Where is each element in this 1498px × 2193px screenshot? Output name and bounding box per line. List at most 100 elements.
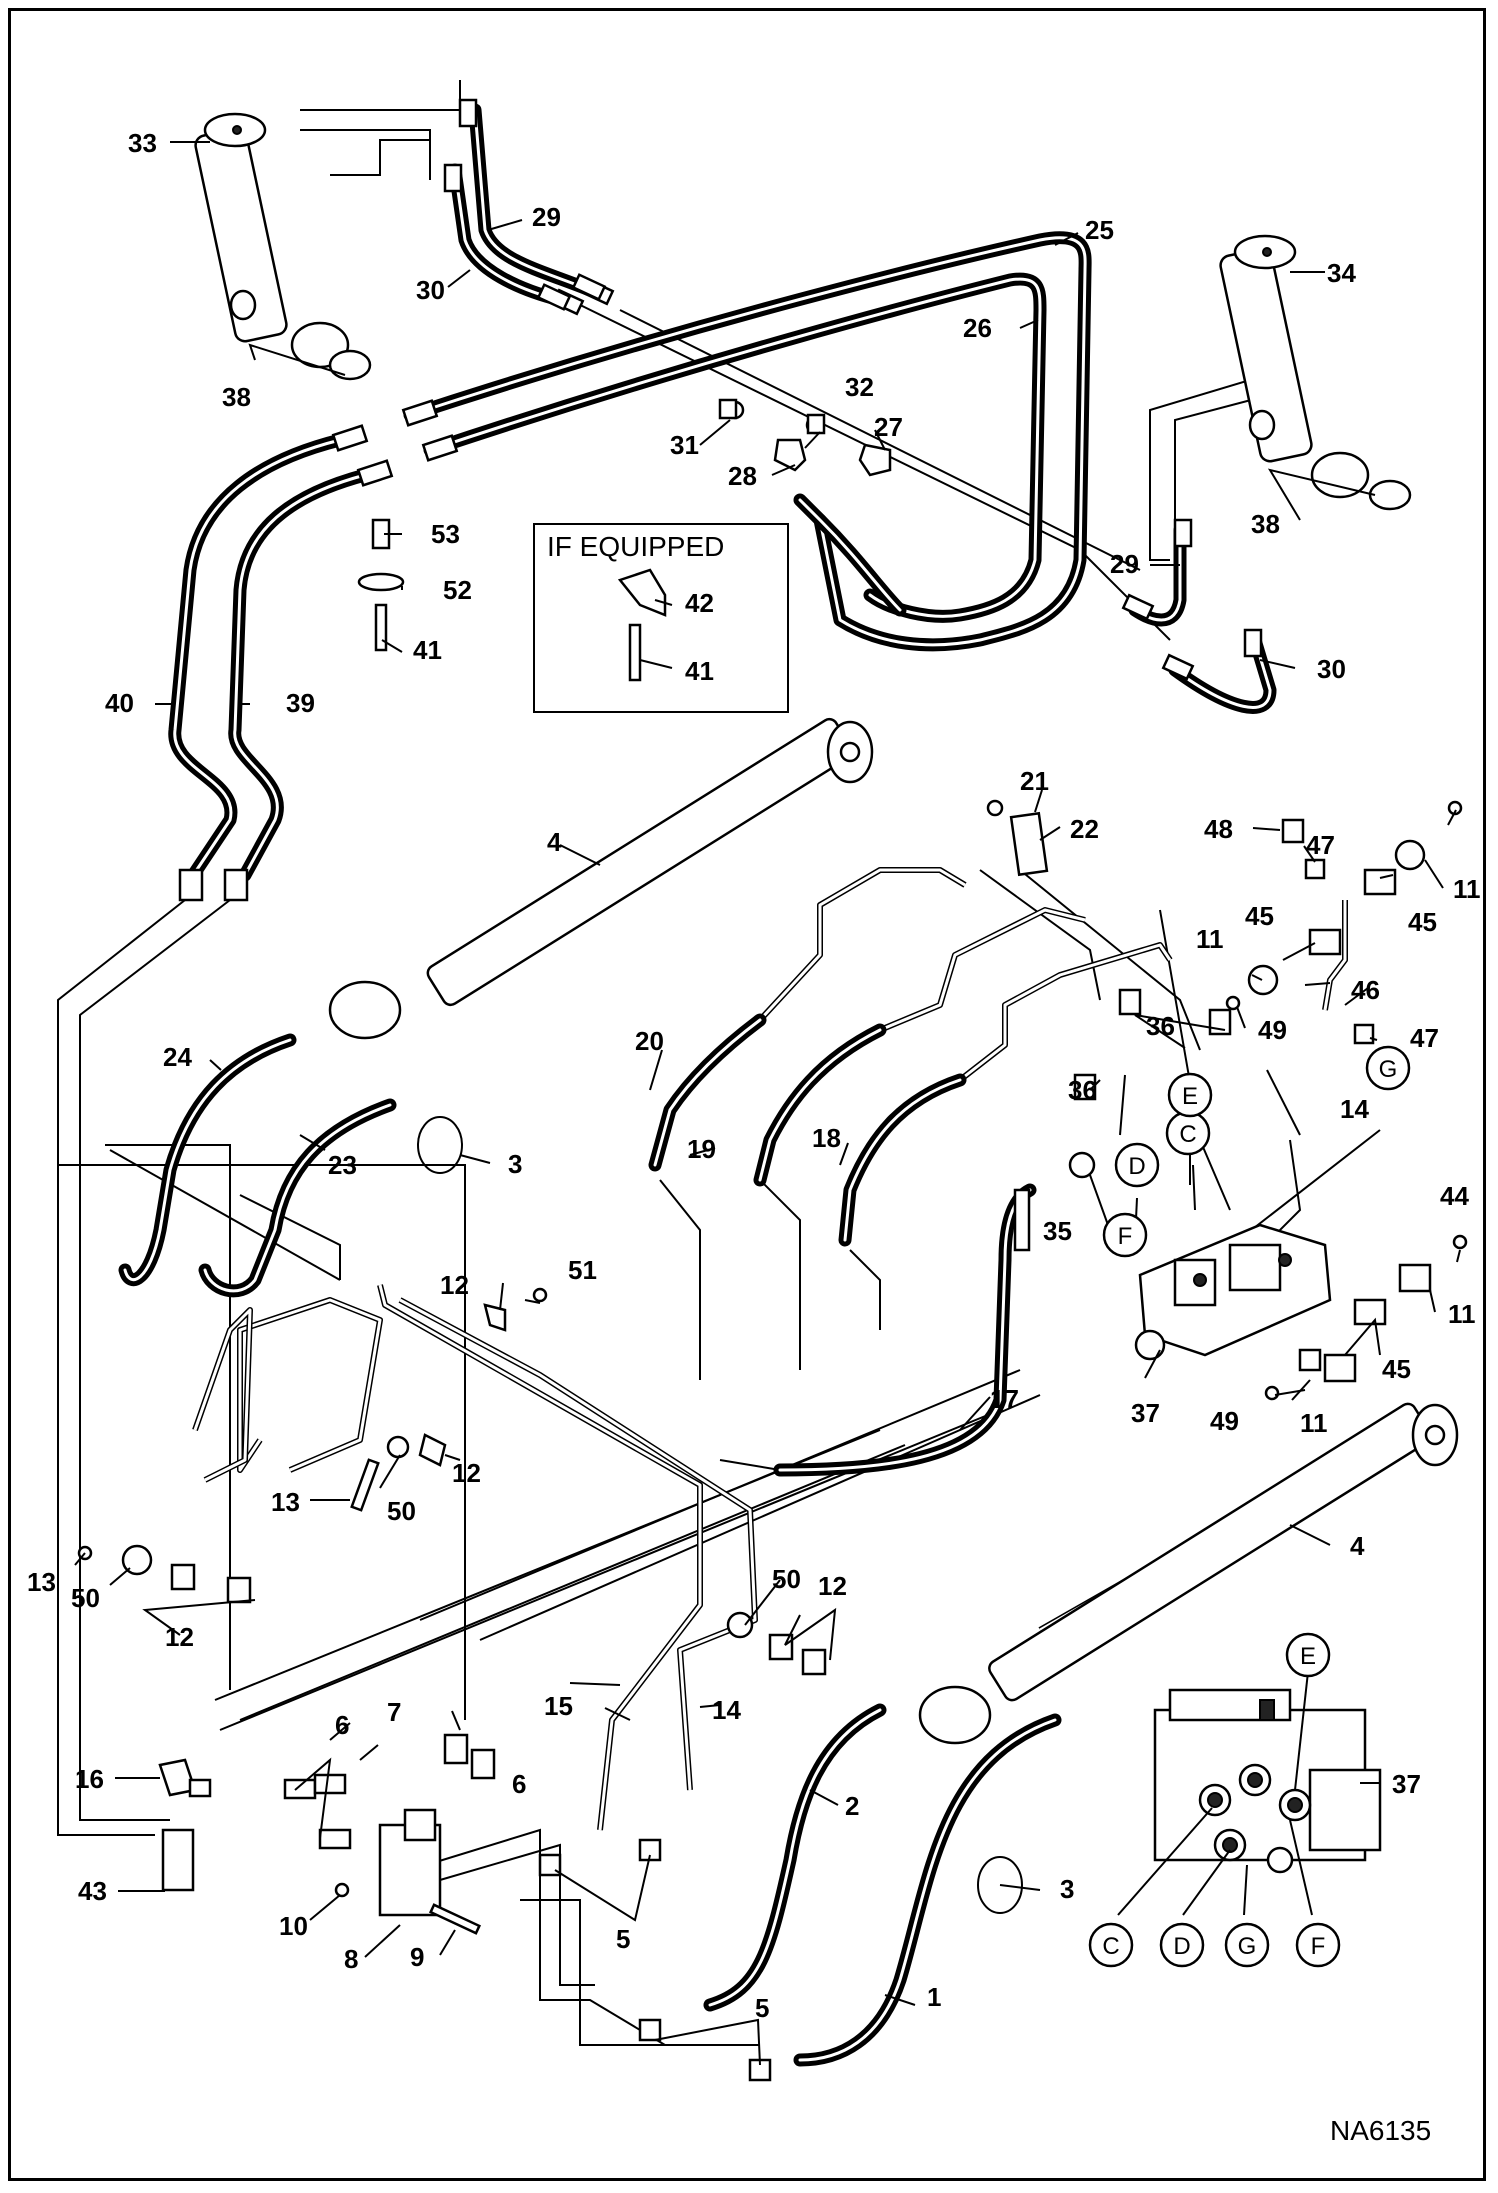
port-circle-e-lower <box>1285 1632 1331 1678</box>
callout-6-left: 6 <box>335 1710 349 1740</box>
callout-43: 43 <box>78 1876 107 1906</box>
port-letter-g-lower: G <box>1238 1933 1257 1960</box>
callout-numbers: 1 2 3 3 4 4 5 5 6 6 7 8 9 10 11 11 11 11… <box>27 128 1481 2023</box>
callout-19: 19 <box>687 1134 716 1164</box>
callout-45-upper: 45 <box>1245 901 1274 931</box>
callout-7: 7 <box>387 1697 401 1727</box>
tilt-cylinder-lower <box>918 1402 1459 1745</box>
callout-34: 34 <box>1327 258 1356 288</box>
lift-cylinder-right <box>1219 234 1412 511</box>
callout-8: 8 <box>344 1944 358 1974</box>
callout-37-upper: 37 <box>1131 1398 1160 1428</box>
callout-11-upper-left: 11 <box>1196 924 1224 954</box>
callout-45-lower: 45 <box>1382 1354 1411 1384</box>
callout-28: 28 <box>728 461 757 491</box>
callout-12-center: 12 <box>452 1458 481 1488</box>
callout-31: 31 <box>670 430 699 460</box>
port-circle-g-lower <box>1224 1922 1270 1968</box>
callout-11-lower-right: 11 <box>1448 1299 1476 1329</box>
leader-lines <box>74 141 1461 2066</box>
callout-46: 46 <box>1351 975 1380 1005</box>
callout-3-lower: 3 <box>1060 1874 1074 1904</box>
port-letters: C D E F G C D E F G <box>1088 1045 1411 1968</box>
port-letter-c-upper: C <box>1179 1121 1196 1148</box>
callout-13-left: 13 <box>27 1567 56 1597</box>
callout-25: 25 <box>1085 215 1114 245</box>
callout-13-center: 13 <box>271 1487 300 1517</box>
callout-50-left: 50 <box>71 1583 100 1613</box>
callout-49-lower: 49 <box>1210 1406 1239 1436</box>
port-letter-d-upper: D <box>1128 1153 1145 1180</box>
control-valve-detail <box>1153 1688 1382 1874</box>
callout-52: 52 <box>443 575 472 605</box>
callout-18: 18 <box>812 1123 841 1153</box>
port-letter-f-lower: F <box>1311 1933 1326 1960</box>
callout-38-right: 38 <box>1251 509 1280 539</box>
lift-cylinder-left <box>194 112 372 381</box>
callout-24: 24 <box>163 1042 192 1072</box>
callout-17: 17 <box>990 1384 1019 1414</box>
callout-26: 26 <box>963 313 992 343</box>
callout-38-left: 38 <box>222 382 251 412</box>
steel-lines <box>192 787 1348 1831</box>
callout-51: 51 <box>568 1255 597 1285</box>
callout-14-upper: 14 <box>1340 1094 1369 1124</box>
callout-12-right: 12 <box>818 1571 847 1601</box>
callout-44: 44 <box>1440 1181 1469 1211</box>
if-equipped-label: IF EQUIPPED <box>547 531 725 562</box>
callout-9: 9 <box>410 1942 424 1972</box>
callout-50-center: 50 <box>387 1496 416 1526</box>
callout-6-right: 6 <box>512 1769 526 1799</box>
callout-41-inset: 41 <box>685 656 714 686</box>
port-circle-d-lower <box>1159 1922 1205 1968</box>
callout-36-lower: 36 <box>1068 1075 1097 1105</box>
callout-53: 53 <box>431 519 460 549</box>
port-circle-e-upper <box>1167 1072 1213 1118</box>
port-circle-f-lower <box>1295 1922 1341 1968</box>
callout-47-upper: 47 <box>1306 830 1335 860</box>
callout-45-right: 45 <box>1408 907 1437 937</box>
callout-48: 48 <box>1204 814 1233 844</box>
port-circle-g-upper <box>1365 1045 1411 1091</box>
callout-22: 22 <box>1070 814 1099 844</box>
callout-14-lower: 14 <box>712 1695 741 1725</box>
tilt-cylinder-upper <box>328 717 874 1040</box>
callout-4-upper: 4 <box>547 827 562 857</box>
callout-37-lower: 37 <box>1392 1769 1421 1799</box>
callout-4-lower: 4 <box>1350 1531 1365 1561</box>
drawing-reference-code: NA6135 <box>1330 2115 1432 2146</box>
callout-41-left: 41 <box>413 635 442 665</box>
callout-29-right: 29 <box>1110 549 1139 579</box>
callout-5-bottom: 5 <box>755 1993 769 2023</box>
fittings <box>77 98 1468 2082</box>
callout-1: 1 <box>927 1982 941 2012</box>
callout-27: 27 <box>874 412 903 442</box>
callout-30-right: 30 <box>1317 654 1346 684</box>
diagram-border <box>8 8 1486 2181</box>
callout-33: 33 <box>128 128 157 158</box>
callout-29-upper: 29 <box>532 202 561 232</box>
callout-15: 15 <box>544 1691 573 1721</box>
callout-42: 42 <box>685 588 714 618</box>
callout-11-upper-right: 11 <box>1453 874 1481 904</box>
callout-30-upper: 30 <box>416 275 445 305</box>
callout-16: 16 <box>75 1764 104 1794</box>
port-letter-e-lower: E <box>1300 1643 1316 1670</box>
callout-32: 32 <box>845 372 874 402</box>
port-letter-e-upper: E <box>1182 1083 1198 1110</box>
control-valve-main <box>1134 1223 1332 1361</box>
callout-12-left: 12 <box>165 1622 194 1652</box>
callout-39: 39 <box>286 688 315 718</box>
callout-47-lower: 47 <box>1410 1023 1439 1053</box>
callout-23: 23 <box>328 1150 357 1180</box>
port-circle-f-upper <box>1102 1212 1148 1258</box>
callout-2: 2 <box>845 1791 859 1821</box>
callout-49-upper: 49 <box>1258 1015 1287 1045</box>
port-letter-f-upper: F <box>1118 1223 1133 1250</box>
callout-5-center: 5 <box>616 1924 630 1954</box>
callout-50-right: 50 <box>772 1564 801 1594</box>
callout-12-top: 12 <box>440 1270 469 1300</box>
callout-10: 10 <box>279 1911 308 1941</box>
